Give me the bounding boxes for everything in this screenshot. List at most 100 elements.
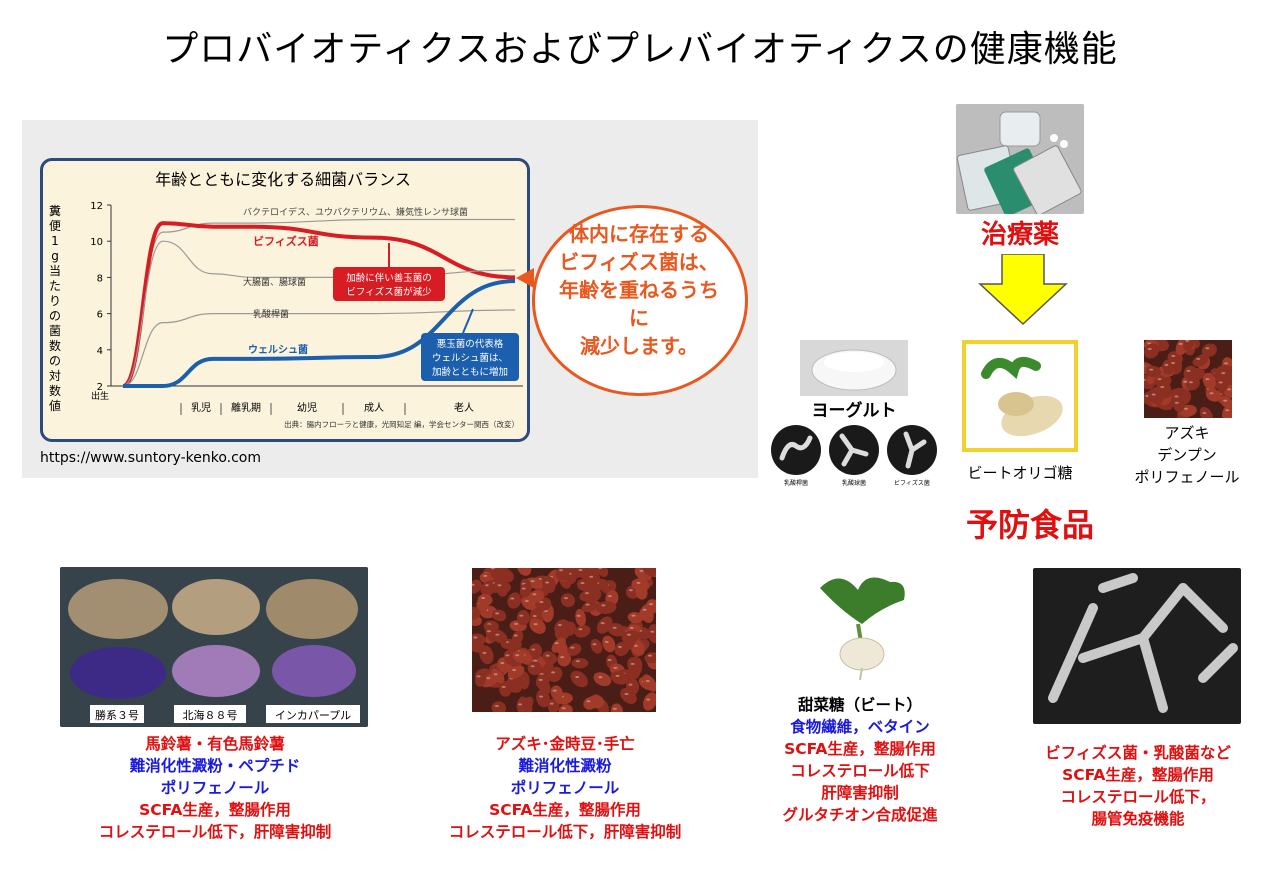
- azuki-photo: [464, 559, 662, 719]
- caption-line: SCFA生産，整腸作用: [489, 801, 641, 819]
- y-label-char: g: [51, 249, 59, 263]
- caption-line: ポリフェノール: [510, 779, 620, 797]
- callout-line: 減少します。: [580, 334, 698, 358]
- potato-photo: 勝系３号 北海８８号 インカパープル: [60, 567, 368, 727]
- y-label-char: の: [49, 309, 61, 323]
- azuki-line: ポリフェノール: [1134, 468, 1240, 486]
- microbe-image-3: [886, 424, 938, 476]
- series-label-welch: ウェルシュ菌: [248, 343, 308, 356]
- azuki-line: デンプン: [1157, 446, 1217, 464]
- y-label-char: 数: [49, 338, 61, 353]
- chart-source: 出典：腸内フローラと健康，光岡知足 編，学会センター関西（改変）: [284, 419, 519, 429]
- bubble-tail: [516, 268, 534, 288]
- series-label-bacteroides: バクテロイデス、ユウバクテリウム、嫌気性レンサ球菌: [243, 206, 468, 218]
- bacteria-caption: ビフィズス菌・乳酸菌など SCFA生産，整腸作用コレステロール低下， 腸管免疫機能: [1010, 742, 1266, 830]
- caption-line: SCFA生産，整腸作用: [784, 740, 936, 758]
- y-label-char: り: [49, 294, 61, 308]
- y-tick-label: 8: [97, 273, 103, 284]
- microbe-caption-3: ビフィズス菌: [894, 480, 930, 487]
- note-red-box: [333, 267, 445, 301]
- birth-label: 出生: [91, 390, 109, 402]
- caption-line: 腸管免疫機能: [1091, 810, 1185, 828]
- caption-line: コレステロール低下: [790, 762, 930, 780]
- beet-oligo-frame: [962, 340, 1078, 452]
- y-tick-label: 12: [90, 201, 103, 212]
- y-label-char: 糞: [49, 203, 61, 218]
- caption-line: SCFA生産，整腸作用: [1062, 766, 1214, 784]
- yogurt-label: ヨーグルト: [811, 401, 897, 421]
- callout-line: 体内に存在する: [569, 222, 709, 246]
- source-url: https://www.suntory-kenko.com: [40, 450, 262, 466]
- y-label-char: 菌: [49, 324, 61, 338]
- caption-line: アズキ･金時豆･手亡: [495, 735, 635, 753]
- callout-text: 体内に存在する ビフィズス菌は、 年齢を重ねるうちに 減少します。: [550, 220, 728, 360]
- note-red-line: 加齢に伴い善玉菌の: [346, 272, 432, 284]
- series-line: [122, 221, 516, 388]
- caption-line: SCFA生産，整腸作用: [139, 801, 291, 819]
- caption-line: 馬鈴薯・有色馬鈴薯: [145, 735, 285, 753]
- potato-label-2: 北海８８号: [182, 709, 238, 722]
- microbe-caption-1: 乳酸桿菌: [783, 480, 808, 487]
- y-label-char: 値: [49, 398, 61, 413]
- y-tick-label: 4: [97, 346, 103, 357]
- series-label-coli: 大腸菌、腸球菌: [243, 276, 306, 288]
- y-label-char: た: [49, 279, 61, 293]
- chart-title: 年齢とともに変化する細菌バランス: [155, 170, 411, 189]
- azuki-info: アズキ デンプン ポリフェノール: [1112, 422, 1262, 488]
- callout-line: ビフィズス菌は、: [559, 250, 719, 274]
- prevention-food-label: 予防食品: [965, 506, 1094, 544]
- caption-line: 難消化性澱粉: [518, 757, 612, 775]
- potato-label-3: インカパープル: [274, 709, 352, 722]
- azuki-caption: アズキ･金時豆･手亡難消化性澱粉ポリフェノール SCFA生産，整腸作用コレステロー…: [400, 733, 730, 843]
- caption-line: コレステロール低下，肝障害抑制: [98, 823, 332, 841]
- stage-label: 成人: [364, 402, 384, 414]
- y-label-char: 1: [51, 234, 59, 248]
- microbe-image-1: [770, 424, 822, 476]
- series-label-lacto: 乳酸桿菌: [253, 308, 289, 320]
- stage-label: 離乳期: [231, 401, 261, 414]
- stage-label: 老人: [454, 401, 474, 414]
- note-blue-box: [421, 333, 519, 381]
- callout-bubble: [532, 205, 748, 396]
- caption-line: コレステロール低下，: [1060, 788, 1216, 806]
- series-line: [122, 309, 516, 387]
- page-title: プロバイオティクスおよびプレバイオティクスの健康機能: [162, 29, 1118, 70]
- y-label-char: 便: [49, 219, 61, 233]
- medicine-photo: [956, 104, 1084, 214]
- drug-label: 治療薬: [980, 220, 1059, 250]
- caption-line: 甜菜糖（ビート）: [797, 696, 922, 714]
- y-label-char: 当: [49, 264, 61, 278]
- series-labels: バクテロイデス、ユウバクテリウム、嫌気性レンサ球菌ビフィズス菌大腸菌、腸球菌乳酸…: [243, 206, 468, 356]
- note-blue-line: 加齢とともに増加: [432, 366, 508, 378]
- microbe-caption-2: 乳酸球菌: [841, 480, 866, 487]
- y-tick-label: 2: [97, 382, 103, 393]
- caption-line: コレステロール低下，肝障害抑制: [448, 823, 682, 841]
- stage-label: 乳児: [191, 401, 211, 414]
- caption-line: ビフィズス菌・乳酸菌など: [1045, 744, 1231, 762]
- microbe-image-2: [828, 424, 880, 476]
- caption-line: 難消化性澱粉・ペプチド: [129, 757, 301, 775]
- note-blue-line: 悪玉菌の代表格: [437, 338, 504, 350]
- sugar-beet-photo: [800, 568, 920, 681]
- beet-oligo-label: ビートオリゴ糖: [967, 464, 1073, 482]
- caption-line: グルタチオン合成促進: [782, 806, 938, 824]
- caption-line: ポリフェノール: [160, 779, 270, 797]
- y-label-char: 数: [49, 383, 61, 398]
- series-label-bifido: ビフィズス菌: [253, 234, 319, 248]
- stage-label: 幼児: [297, 401, 317, 414]
- potato-label-1: 勝系３号: [95, 709, 139, 722]
- yogurt-photo: [800, 340, 908, 396]
- note-blue-arrow: [462, 308, 474, 334]
- series-layer: [122, 218, 516, 388]
- down-arrow-icon: [978, 253, 1068, 326]
- y-label-char: 対: [49, 369, 61, 383]
- callout-line: 年齢を重ねるうちに: [559, 278, 719, 330]
- azuki-small-photo: [1136, 331, 1239, 424]
